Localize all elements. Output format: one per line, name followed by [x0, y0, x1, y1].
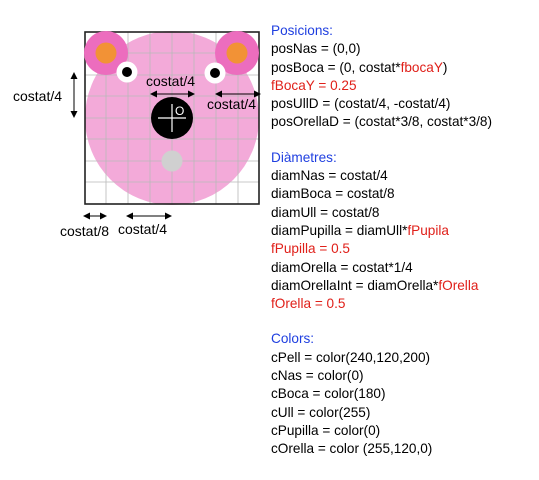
origin-label: O: [175, 104, 184, 118]
c-orella-line: cOrella = color (255,120,0): [271, 441, 433, 457]
f-pupilla-line: fPupilla = 0.5: [271, 241, 350, 257]
left-ear-inner: [95, 42, 117, 64]
pos-boca-line: posBoca = (0, costat*fbocaY): [271, 59, 533, 77]
c-pupilla-line: cPupilla = color(0): [271, 422, 381, 438]
left-pupil: [122, 67, 132, 77]
f-orella-line: fOrella = 0.5: [271, 296, 346, 312]
c-ull-line: cUll = color(255): [271, 404, 371, 420]
mouth: [161, 150, 183, 172]
diam-orella-int-text: diamOrellaInt = diamOrella*: [271, 277, 439, 293]
diam-nas-line: diamNas = costat/4: [271, 168, 388, 184]
diam-ull-line: diamUll = costat/8: [271, 204, 380, 220]
diam-orella-int-param: fOrella: [438, 277, 479, 293]
specification-text: Posicions: posNas = (0,0) posBoca = (0, …: [271, 22, 533, 459]
right-ear-inner: [226, 42, 248, 64]
c-nas-line: cNas = color(0): [271, 368, 364, 384]
right-pupil: [210, 68, 220, 78]
colors-title: Colors:: [271, 331, 315, 347]
left-side-label: costat/4: [13, 88, 62, 104]
c-boca-line: cBoca = color(180): [271, 386, 386, 402]
pos-boca-close: ): [442, 59, 448, 75]
top-center-label: costat/4: [146, 73, 195, 89]
pos-nas-line: posNas = (0,0): [271, 41, 361, 57]
diam-boca-line: diamBoca = costat/8: [271, 186, 395, 202]
nose-crosshair: [158, 104, 186, 132]
right-side-label: costat/4: [207, 96, 256, 112]
diam-pupilla-line: diamPupilla = diamUll*fPupila: [271, 222, 533, 240]
diam-pupilla-text: diamPupilla = diamUll*: [271, 222, 408, 238]
bottom-eighth-label: costat/8: [60, 223, 109, 239]
diam-pupilla-param: fPupila: [407, 222, 449, 238]
diameters-title: Diàmetres:: [271, 149, 337, 165]
bottom-quarter-label: costat/4: [118, 221, 167, 237]
f-boca-y-line: fBocaY = 0.25: [271, 77, 357, 93]
positions-title: Posicions:: [271, 23, 333, 38]
pos-ull-line: posUllD = (costat/4, -costat/4): [271, 96, 451, 112]
bounding-square: [84, 31, 260, 205]
pos-orella-line: posOrellaD = (costat*3/8, costat*3/8): [271, 114, 493, 130]
c-pell-line: cPell = color(240,120,200): [271, 349, 431, 365]
diam-orella-line: diamOrella = costat*1/4: [271, 259, 413, 275]
diam-orella-int-line: diamOrellaInt = diamOrella*fOrella: [271, 277, 533, 295]
pos-boca-param: fbocaY: [400, 59, 443, 75]
pig-face-diagram: O costat/4 costat/4 costat/4 costat/8 co…: [13, 31, 261, 239]
pos-boca-text: posBoca = (0, costat*: [271, 59, 401, 75]
